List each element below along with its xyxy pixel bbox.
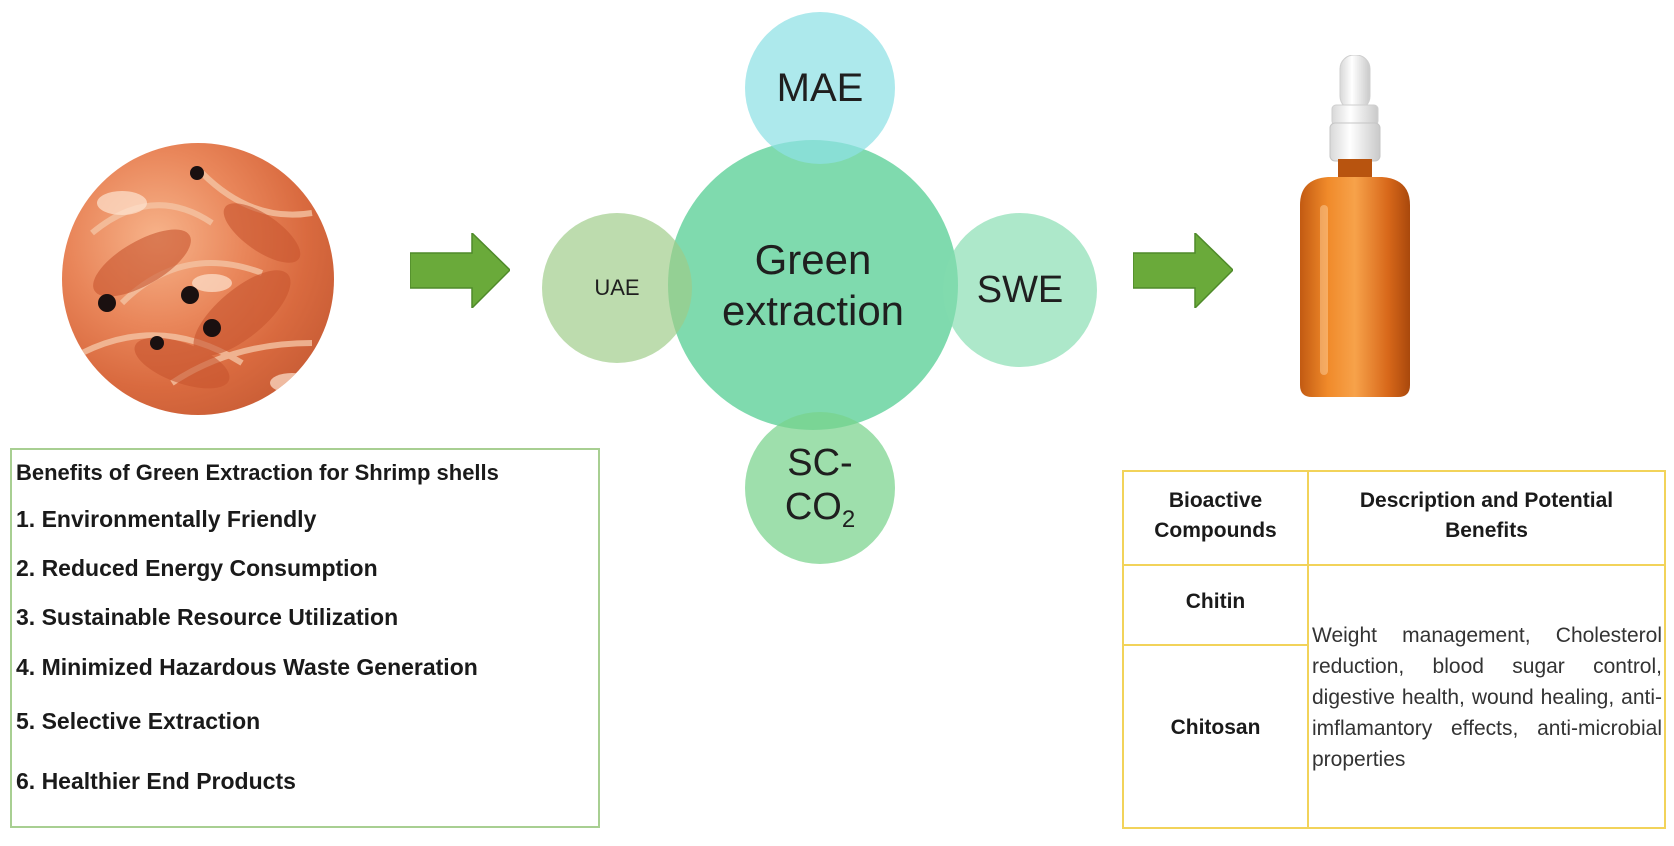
benefit-item: 1. Environmentally Friendly (16, 506, 317, 532)
table-divider (1124, 644, 1307, 646)
swe-circle: SWE (943, 213, 1097, 367)
benefit-item: 4. Minimized Hazardous Waste Generation (16, 654, 478, 680)
table-description: Weight management, Cholesterol reduction… (1312, 624, 1662, 771)
table-divider (1307, 472, 1309, 827)
arrow-right-icon (410, 233, 510, 308)
shrimp-illustration (80, 166, 314, 393)
uae-circle: UAE (542, 213, 692, 363)
table-row-chitin: Chitin (1185, 590, 1246, 613)
benefit-item: 2. Reduced Energy Consumption (16, 555, 378, 581)
center-label-line1: Green (754, 235, 872, 283)
uae-label: UAE (594, 275, 640, 300)
swe-label: SWE (976, 268, 1064, 311)
arrow-right-icon (1133, 233, 1233, 308)
shrimp-shells-image (62, 143, 334, 415)
sc-label-line1: SC- (787, 442, 853, 485)
sc-co2-circle: SC- CO2 (745, 412, 895, 564)
benefit-item: 6. Healthier End Products (16, 768, 296, 794)
benefits-box: Benefits of Green Extraction for Shrimp … (10, 448, 600, 828)
benefit-item: 5. Selective Extraction (16, 708, 261, 734)
sc-label-line2: CO2 (784, 486, 856, 534)
center-label-line2: extraction (721, 287, 905, 334)
mae-circle: MAE (745, 12, 895, 164)
mae-label: MAE (776, 65, 864, 110)
benefit-item: 3. Sustainable Resource Utilization (16, 604, 399, 630)
benefits-title: Benefits of Green Extraction for Shrimp … (16, 460, 499, 485)
table-row-chitosan: Chitosan (1170, 716, 1261, 739)
dropper-bottle-icon (1300, 55, 1410, 397)
table-header-description: Description and Potential Benefits (1359, 489, 1614, 543)
bioactive-compounds-table: Bioactive Compounds Description and Pote… (1122, 470, 1666, 829)
table-divider (1124, 564, 1664, 566)
green-extraction-circle: Green extraction (668, 140, 958, 430)
table-header-compounds: Bioactive Compounds (1154, 489, 1277, 543)
